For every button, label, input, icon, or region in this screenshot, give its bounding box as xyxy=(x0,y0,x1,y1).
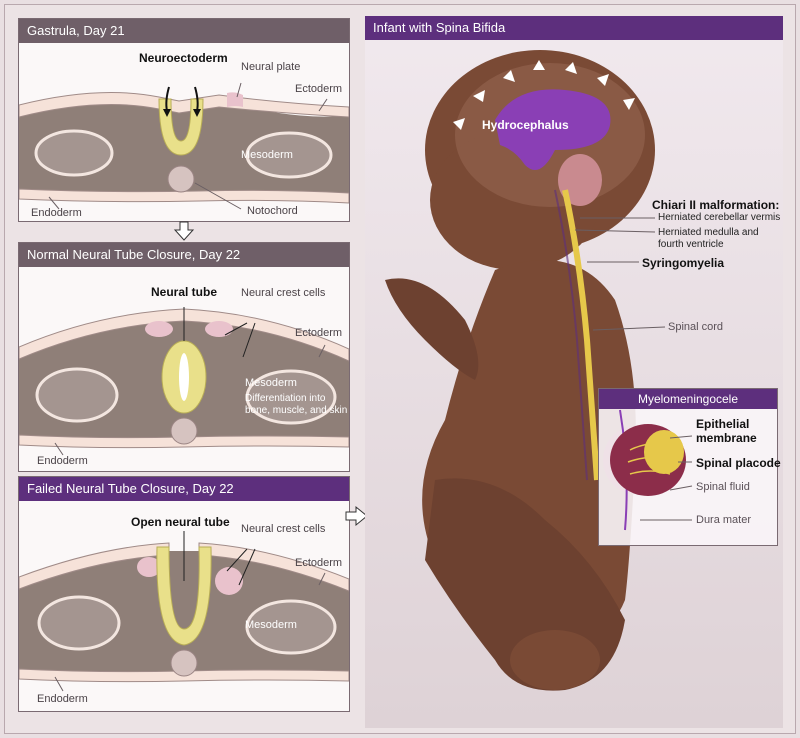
right-arrow xyxy=(345,505,368,527)
chiari-label: Chiari II malformation: xyxy=(652,198,780,212)
herniated-medulla-line1: Herniated medulla and xyxy=(658,227,759,238)
normal-closure-panel: Normal Neural Tube Closure, Day 22 Neura… xyxy=(18,242,350,472)
failed-closure-panel: Failed Neural Tube Closure, Day 22 Open … xyxy=(18,476,350,712)
endoderm-label-2: Endoderm xyxy=(37,455,88,467)
neuroectoderm-label: Neuroectoderm xyxy=(139,51,228,65)
gastrula-illustration xyxy=(19,82,349,210)
endoderm-label: Endoderm xyxy=(31,207,82,219)
spinal-placode-label: Spinal placode xyxy=(696,456,781,470)
myelomeningocele-title: Myelomeningocele xyxy=(599,389,777,409)
spinal-fluid-label: Spinal fluid xyxy=(696,481,750,493)
normal-closure-title: Normal Neural Tube Closure, Day 22 xyxy=(19,243,349,267)
ectoderm-label-2: Ectoderm xyxy=(295,327,343,339)
endoderm-label-3: Endoderm xyxy=(37,693,88,705)
mesoderm-label-2: Mesoderm xyxy=(245,377,297,389)
normal-closure-diagram: Neural tube Neural crest cells Ectoderm … xyxy=(19,267,349,471)
hydrocephalus-label: Hydrocephalus xyxy=(482,118,569,132)
mesoderm-label: Mesoderm xyxy=(241,149,293,161)
infant-illustration xyxy=(385,50,667,691)
neural-crest-cells-label-2: Neural crest cells xyxy=(241,523,326,535)
dura-mater-label: Dura mater xyxy=(696,514,752,526)
infant-title: Infant with Spina Bifida xyxy=(365,16,783,40)
ectoderm-label: Ectoderm xyxy=(295,83,343,95)
epithelial-line1: Epithelial xyxy=(696,417,750,431)
differentiation-line2: bone, muscle, and skin xyxy=(245,405,348,416)
down-arrow-1 xyxy=(173,221,195,241)
neural-tube-label: Neural tube xyxy=(151,285,218,299)
gastrula-diagram: Neuroectoderm Neural plate Ectoderm Meso… xyxy=(19,43,349,221)
mesoderm-label-3: Mesoderm xyxy=(245,619,297,631)
ectoderm-label-3: Ectoderm xyxy=(295,557,343,569)
failed-closure-title: Failed Neural Tube Closure, Day 22 xyxy=(19,477,349,501)
notochord-label: Notochord xyxy=(247,205,298,217)
neural-plate-label: Neural plate xyxy=(241,61,301,73)
gastrula-title: Gastrula, Day 21 xyxy=(19,19,349,43)
failed-closure-illustration xyxy=(19,531,349,692)
syringomyelia-label: Syringomyelia xyxy=(642,256,725,270)
open-neural-tube-label: Open neural tube xyxy=(131,515,230,529)
herniated-vermis-label: Herniated cerebellar vermis xyxy=(658,212,781,223)
epithelial-line2: membrane xyxy=(696,431,757,445)
differentiation-line1: Differentiation into xyxy=(245,393,326,404)
failed-closure-diagram: Open neural tube Neural crest cells Ecto… xyxy=(19,501,349,711)
myelomeningocele-illustration xyxy=(610,409,693,531)
spinal-cord-label: Spinal cord xyxy=(668,321,724,333)
herniated-medulla-line2: fourth ventricle xyxy=(658,239,724,250)
neural-crest-cells-label: Neural crest cells xyxy=(241,287,326,299)
gastrula-panel: Gastrula, Day 21 xyxy=(18,18,350,222)
normal-closure-illustration xyxy=(19,307,349,456)
